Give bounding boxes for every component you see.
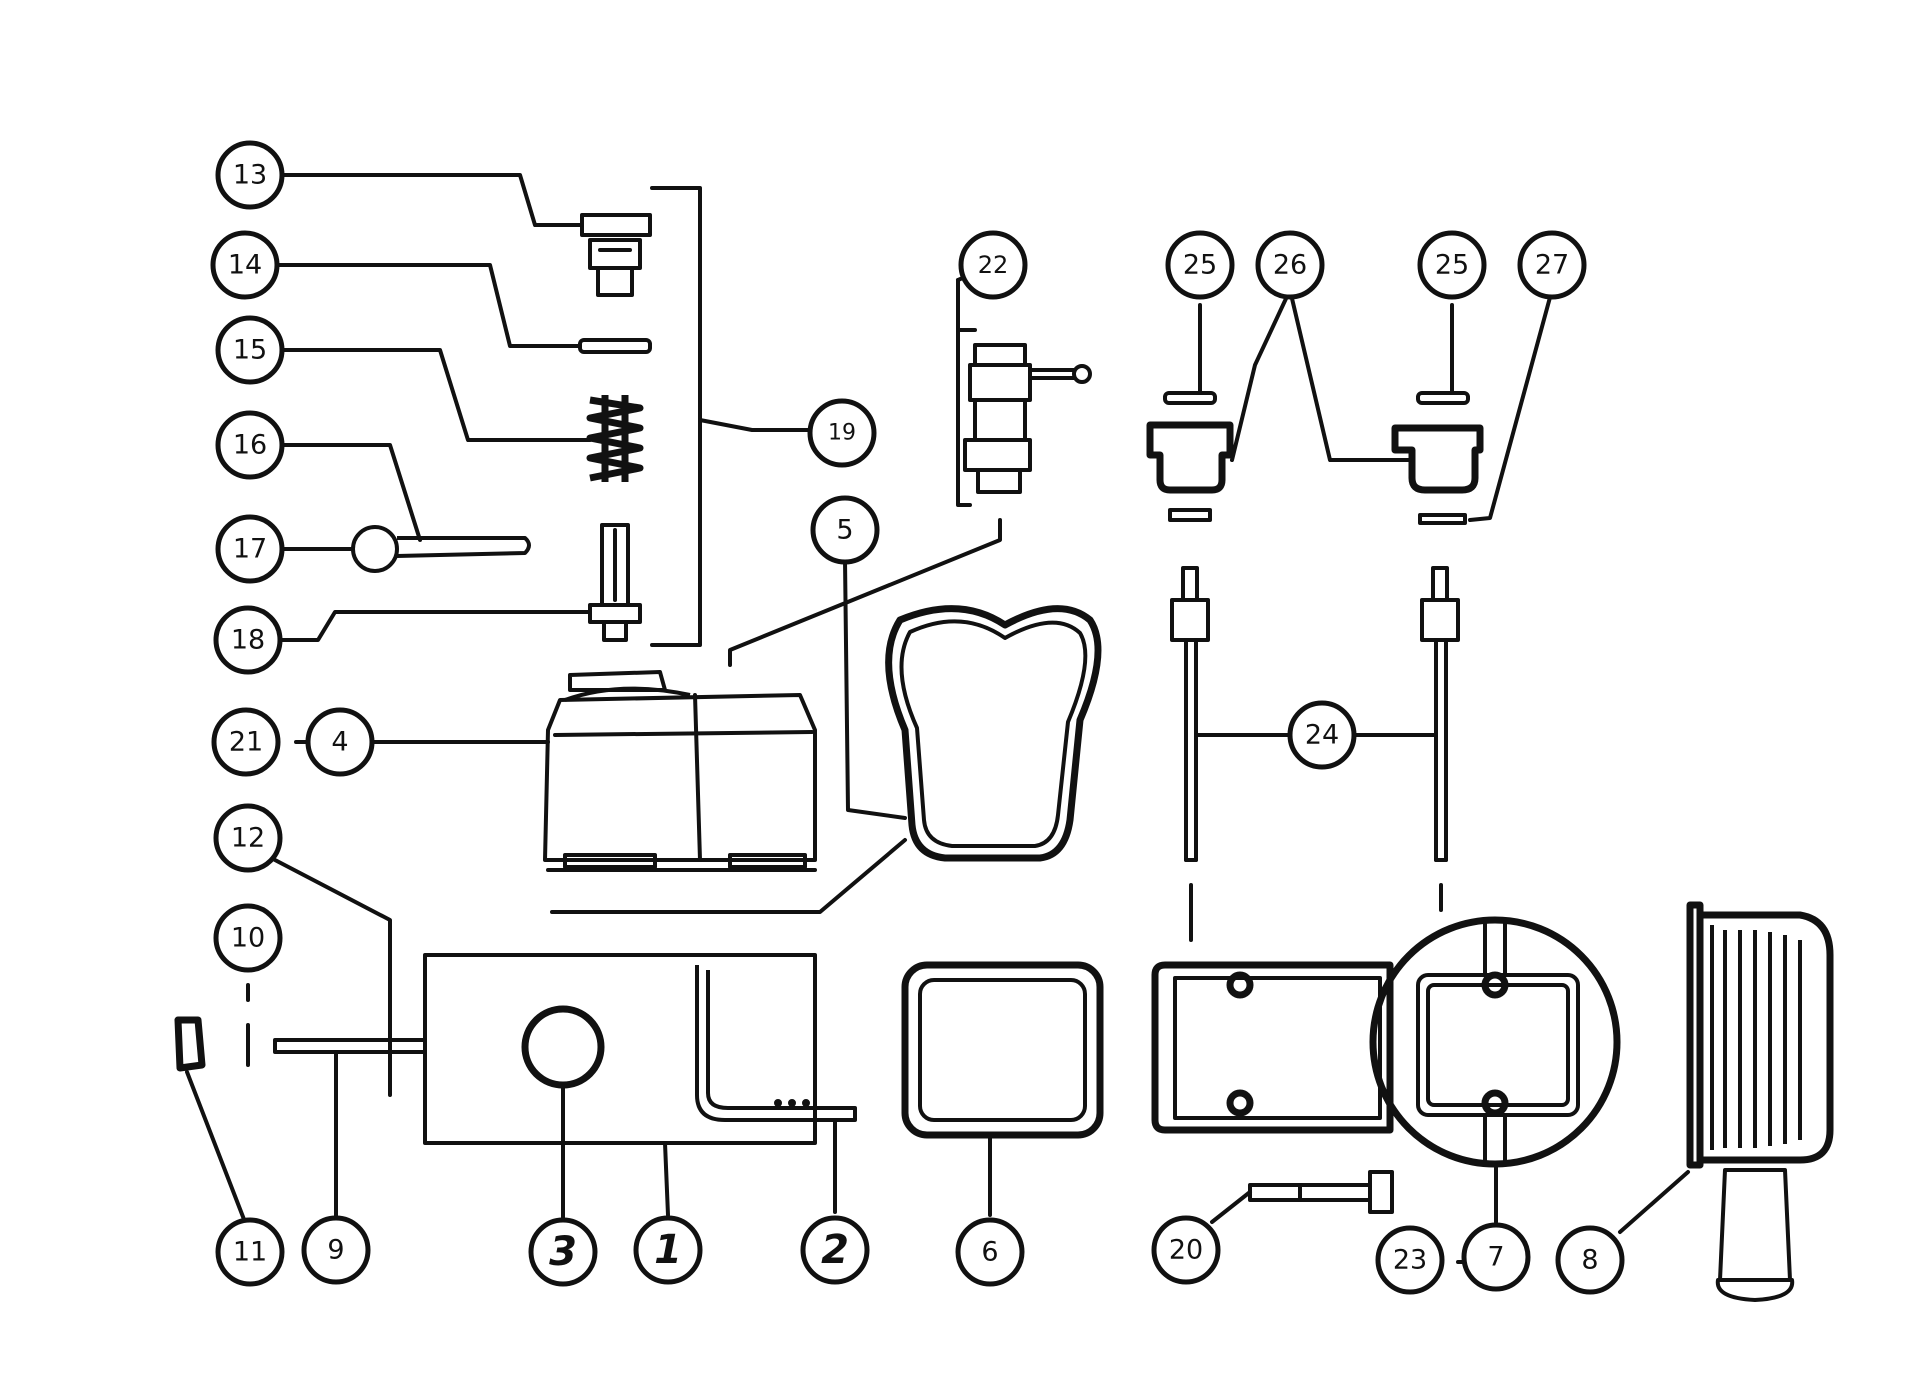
part-14-pin: [578, 338, 652, 354]
svg-text:24: 24: [1305, 720, 1339, 751]
svg-text:3: 3: [549, 1229, 577, 1275]
callout-21: 21: [211, 707, 281, 777]
svg-text:9: 9: [327, 1235, 344, 1266]
part-9-shaft: [273, 1038, 427, 1054]
callout-22: 22: [958, 230, 1028, 300]
svg-text:16: 16: [233, 430, 267, 461]
callout-17: 17: [215, 514, 285, 584]
callout-24: 24: [1287, 700, 1357, 770]
callout-4: 4: [305, 707, 375, 777]
svg-text:25: 25: [1183, 250, 1217, 281]
svg-text:18: 18: [231, 625, 265, 656]
callout-11: 11: [215, 1217, 285, 1287]
svg-text:22: 22: [978, 251, 1009, 279]
part-20-bolt: [1248, 1170, 1394, 1214]
callout-25-left: 25: [1165, 230, 1235, 300]
svg-text:15: 15: [233, 335, 267, 366]
part-4-housing: [543, 670, 817, 872]
leader-lines: [185, 173, 1690, 1264]
part-24-rod-left: [1170, 566, 1210, 942]
svg-text:13: 13: [233, 160, 267, 191]
svg-text:27: 27: [1535, 250, 1569, 281]
part-1-body: [423, 953, 817, 1145]
part-7-flange: [1369, 916, 1621, 1168]
bracket-22: [956, 278, 972, 507]
callout-25-right: 25: [1417, 230, 1487, 300]
svg-text:21: 21: [229, 727, 263, 758]
callout-12: 12: [213, 803, 283, 873]
callout-1: 1: [633, 1215, 703, 1285]
svg-text:19: 19: [828, 421, 856, 446]
svg-text:1: 1: [654, 1227, 682, 1273]
callout-2: 2: [800, 1215, 870, 1285]
callout-5: 5: [810, 495, 880, 565]
part-24-rod-right: [1420, 566, 1460, 912]
svg-text:26: 26: [1273, 250, 1307, 281]
callout-16: 16: [215, 410, 285, 480]
part-25-washer-left: [1163, 391, 1217, 405]
svg-text:7: 7: [1487, 1242, 1504, 1273]
svg-text:23: 23: [1393, 1245, 1427, 1276]
part-8-cover: [1686, 901, 1834, 1302]
callout-20: 20: [1151, 1215, 1221, 1285]
callout-13: 13: [215, 140, 285, 210]
svg-text:10: 10: [231, 923, 265, 954]
svg-text:8: 8: [1581, 1245, 1598, 1276]
callout-23: 23: [1375, 1225, 1445, 1295]
svg-text:2: 2: [821, 1227, 849, 1273]
svg-text:17: 17: [233, 534, 267, 565]
callout-10: 10: [213, 903, 283, 973]
svg-text:20: 20: [1169, 1235, 1203, 1266]
svg-text:11: 11: [233, 1237, 267, 1268]
callout-19: 19: [807, 398, 877, 468]
part-6-gasket: [901, 961, 1104, 1139]
svg-text:6: 6: [981, 1237, 998, 1268]
part-15-spring: [586, 395, 644, 482]
callout-27: 27: [1517, 230, 1587, 300]
callout-9: 9: [301, 1215, 371, 1285]
bracket-19: [650, 186, 702, 647]
callout-7: 7: [1461, 1222, 1531, 1292]
part-11-clip: [174, 1016, 206, 1072]
svg-text:14: 14: [228, 250, 262, 281]
part-23-plate: [1151, 961, 1394, 1134]
callout-6: 6: [955, 1217, 1025, 1287]
part-26-cup-right: [1391, 424, 1484, 525]
part-25-washer-right: [1416, 391, 1470, 405]
callout-14: 14: [210, 230, 280, 300]
part-17-ball-rod: [351, 525, 531, 573]
callout-3: 3: [528, 1217, 598, 1287]
svg-text:5: 5: [836, 515, 853, 546]
part-5-gasket: [885, 605, 1102, 862]
part-13-cap: [580, 213, 652, 297]
part-22-valve: [963, 343, 1092, 494]
callout-26: 26: [1255, 230, 1325, 300]
svg-text:4: 4: [331, 727, 348, 758]
part-26-cup-left: [1146, 421, 1234, 522]
callout-8: 8: [1555, 1225, 1625, 1295]
callout-15: 15: [215, 315, 285, 385]
svg-text:25: 25: [1435, 250, 1469, 281]
svg-text:12: 12: [231, 823, 265, 854]
callout-18: 18: [213, 605, 283, 675]
leader-5-base: [550, 838, 907, 914]
part-18-plunger: [588, 523, 642, 642]
